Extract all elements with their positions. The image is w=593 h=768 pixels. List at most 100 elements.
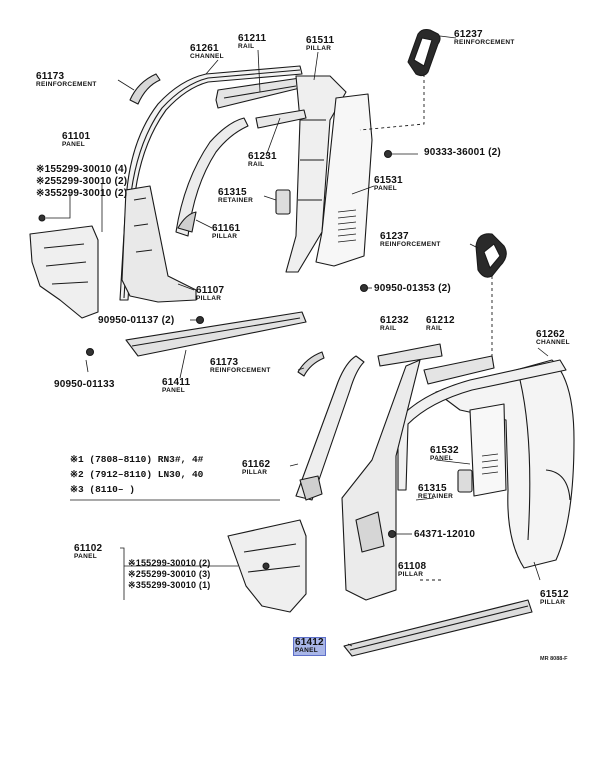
sublist-item: ※155299-30010 (2) [128,558,211,568]
part-61173-lower[interactable] [297,351,325,377]
label-61262: 61262 CHANNEL [536,330,570,347]
part-name: CHANNEL [190,53,224,60]
part-number: 61531 [374,175,403,186]
diagram-code: MR 8088-F [540,656,568,662]
label-61101: 61101 PANEL [62,132,90,149]
part-61232-rail[interactable] [377,343,443,367]
part-61262-channel[interactable] [397,359,567,491]
part-name: REINFORCEMENT [210,367,271,374]
part-61237-lower[interactable] [475,233,507,278]
part-name: PANEL [74,553,98,560]
part-name: RAIL [426,325,443,332]
part-name: PILLAR [242,469,268,476]
label-61173-upper: 61173 REINFORCEMENT [36,72,97,89]
clip-61102[interactable] [262,562,270,570]
bolt-label-90950-01133: 90950-01133 [54,379,115,390]
part-name: PANEL [430,455,454,462]
part-name: PANEL [295,647,319,654]
part-61173-upper[interactable] [129,73,161,105]
label-61261: 61261 CHANNEL [190,44,224,61]
clip-61101[interactable] [38,214,46,222]
part-number: 61108 [398,561,427,572]
note-2: ※2 (7912–8110) LN30, 40 [70,469,204,480]
label-61315-upper: 61315 RETAINER [218,188,253,205]
part-number: 61532 [430,445,459,456]
part-61237-upper[interactable] [407,28,441,77]
bolt-90333-36001[interactable] [383,149,393,159]
label-61412-highlighted[interactable]: 61412 PANEL [293,637,326,656]
part-61108-pillar[interactable] [341,359,421,601]
label-61237-upper: 61237 REINFORCEMENT [454,30,515,47]
part-name: REINFORCEMENT [380,241,441,248]
bolt-90950-01133[interactable] [85,347,95,357]
label-61315-lower: 61315 RETAINER [418,484,453,501]
note-1: ※1 (7808–8110) RN3#, 4# [70,454,204,465]
bolt-label-90950-01353: 90950-01353 (2) [374,283,451,294]
part-61212-rail[interactable] [423,355,495,385]
label-61531: 61531 PANEL [374,176,403,193]
label-61102: 61102 PANEL [74,544,102,561]
part-name: PANEL [374,185,398,192]
label-61162: 61162 PILLAR [242,460,270,477]
part-name: RAIL [238,43,255,50]
part-name: PANEL [62,141,86,148]
part-61532-panel[interactable] [469,403,507,497]
label-61511: 61511 PILLAR [306,36,334,53]
label-61512: 61512 PILLAR [540,590,569,607]
part-number: 61315 [418,483,447,494]
part-61162-pillar[interactable] [295,355,365,501]
bolt-90950-01353[interactable] [359,283,369,293]
leader-lines [46,35,549,647]
part-61211-rail[interactable] [215,77,301,109]
sublist-item: ※155299-30010 (4) [36,164,128,175]
part-number: 61211 [238,33,267,44]
part-name: CHANNEL [536,339,570,346]
part-61101-panel[interactable] [29,225,99,319]
part-name: RAIL [380,325,397,332]
part-name: REINFORCEMENT [454,39,515,46]
sublist-item: ※255299-30010 (3) [128,569,211,579]
bolt-64371-12010[interactable] [387,529,397,539]
sublist-61102: ※155299-30010 (2) ※255299-30010 (3) ※355… [128,558,211,591]
dashed-lines [359,74,493,581]
part-61231-rail[interactable] [255,109,307,129]
part-name: PILLAR [398,571,424,578]
part-61315-retainer-upper[interactable] [275,189,291,215]
label-61161: 61161 PILLAR [212,224,240,241]
part-61315-retainer-lower[interactable] [457,469,473,493]
part-number: 61162 [242,459,271,470]
part-name: RAIL [248,161,265,168]
bolt-label-64371-12010: 64371-12010 [414,529,476,540]
part-number: 61237 [454,29,483,40]
part-61531-panel[interactable] [315,93,373,267]
sublist-item: ※355299-30010 (2) [36,188,128,199]
part-number: 61161 [212,223,241,234]
label-61232: 61232 RAIL [380,316,409,333]
bolt-label-90333-36001: 90333-36001 (2) [424,147,501,158]
part-61161-pillar[interactable] [175,117,249,237]
part-61511-pillar[interactable] [285,75,347,273]
part-name: PANEL [162,387,186,394]
part-number: 61101 [62,131,91,142]
part-number: 61107 [196,285,225,296]
part-number: 61261 [190,43,219,54]
part-number: 61102 [74,543,103,554]
part-number: 61511 [306,35,335,46]
part-name: PILLAR [306,45,332,52]
label-61237-lower: 61237 REINFORCEMENT [380,232,441,249]
notes-divider [70,499,280,501]
part-61261-channel[interactable] [119,65,303,301]
application-notes: ※1 (7808–8110) RN3#, 4# ※2 (7912–8110) L… [70,452,203,497]
part-61107-pillar[interactable] [121,185,197,303]
bolt-label-90950-01137: 90950-01137 (2) [98,315,175,326]
part-61412-panel[interactable] [343,599,533,657]
label-61212: 61212 RAIL [426,316,455,333]
part-name: RETAINER [218,197,254,204]
part-number: 61315 [218,187,247,198]
part-number: 61231 [248,151,277,162]
part-number: 61512 [540,589,569,600]
sublist-61101: ※155299-30010 (4) ※255299-30010 (2) ※355… [36,164,127,200]
part-61411-panel[interactable] [125,311,307,357]
bolt-90950-01137[interactable] [195,315,205,325]
